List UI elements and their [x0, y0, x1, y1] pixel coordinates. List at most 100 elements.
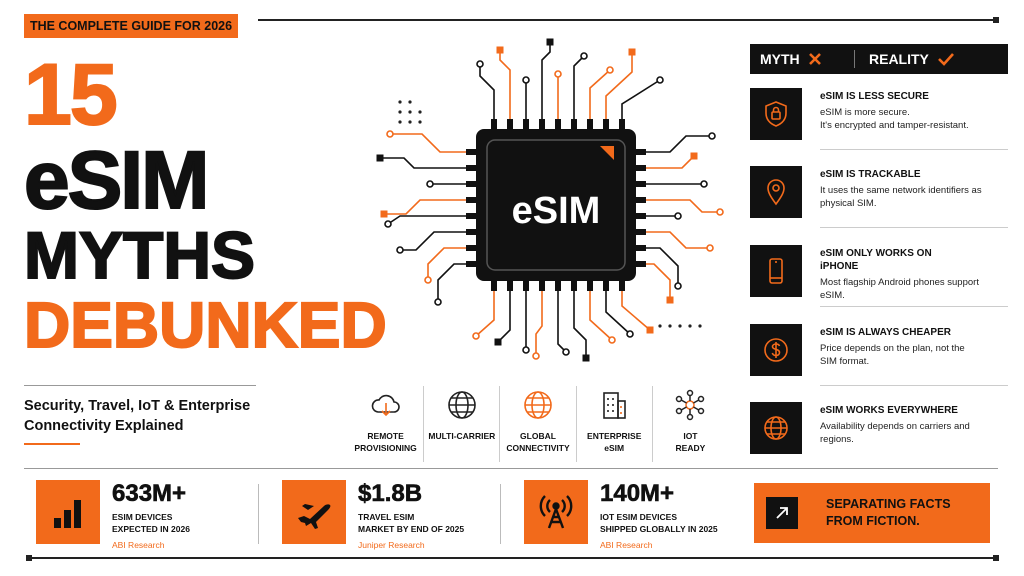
- chip-pin: [539, 281, 545, 291]
- circuit-trace: [400, 231, 466, 251]
- trace-endpoint-square: [582, 354, 590, 362]
- stat-icon-box: [282, 480, 346, 544]
- circuit-trace: [475, 291, 495, 337]
- circuit-trace: [646, 155, 695, 169]
- trace-endpoint-node: [700, 180, 708, 188]
- decor-dot: [678, 324, 682, 328]
- antenna-icon: [539, 495, 573, 529]
- feature-global-connectivity: GLOBAL CONNECTIVITY: [500, 386, 577, 462]
- chip-pin: [636, 229, 646, 235]
- feature-label: GLOBAL CONNECTIVITY: [506, 431, 570, 453]
- chip-pins: [466, 119, 646, 291]
- globe-icon: [764, 416, 788, 440]
- stat-description: ESIM DEVICES EXPECTED IN 2026: [112, 512, 190, 534]
- trace-endpoint-node: [532, 352, 540, 360]
- decor-dot: [698, 324, 702, 328]
- chip-label: eSIM: [512, 190, 601, 232]
- trace-endpoint-square: [380, 210, 388, 218]
- facts-cta-banner[interactable]: SEPARATING FACTS FROM FICTION.: [754, 483, 990, 543]
- subtitle: Security, Travel, IoT & Enterprise Conne…: [24, 398, 251, 434]
- stat-icon-box: [524, 480, 588, 544]
- headline-esim: eSIM: [23, 135, 210, 226]
- chip-body: [476, 129, 636, 281]
- circuit-trace: [646, 263, 671, 300]
- trace-endpoint-node: [386, 130, 394, 138]
- feature-iot-ready: IOT READY: [653, 386, 728, 462]
- decor-dot: [658, 324, 662, 328]
- esim-chip-illustration: eSIM: [376, 38, 724, 362]
- chip-pin: [466, 149, 476, 155]
- stat-description: TRAVEL ESIM MARKET BY END OF 2025: [358, 512, 465, 534]
- trace-endpoint-node: [562, 348, 570, 356]
- myth-icon-box: [750, 402, 802, 454]
- chip-pin: [466, 165, 476, 171]
- trace-endpoint-node: [396, 246, 404, 254]
- trace-endpoint-square: [494, 338, 502, 346]
- chip-pin: [523, 119, 529, 129]
- circuit-trace: [387, 215, 466, 225]
- arrow-up-right-icon: [776, 507, 788, 519]
- trace-endpoint-node: [426, 180, 434, 188]
- myth-title: eSIM IS ALWAYS CHEAPER: [820, 327, 951, 338]
- globe-icon: [447, 391, 476, 419]
- chip-pin: [466, 197, 476, 203]
- reality-heading: REALITY: [869, 51, 955, 67]
- myth-reality-text: It uses the same network identifiers as …: [820, 185, 982, 209]
- chip-pin: [619, 281, 625, 291]
- myth-row-cheaper: eSIM IS ALWAYS CHEAPER Price depends on …: [750, 316, 1008, 386]
- trace-endpoint-node: [606, 66, 614, 74]
- subtitle-accent-bar: [24, 443, 80, 445]
- myth-reality-text: Availability depends on carriers and reg…: [820, 421, 970, 445]
- circuit-trace: [390, 133, 466, 153]
- globe-icon: [524, 391, 552, 419]
- location-pin-icon: [767, 179, 785, 206]
- chip-pin: [491, 281, 497, 291]
- trace-endpoint-square: [690, 152, 698, 160]
- trace-endpoint-node: [626, 330, 634, 338]
- myth-heading: MYTH: [750, 51, 854, 67]
- airplane-icon: [298, 504, 331, 529]
- chip-pin: [466, 245, 476, 251]
- decor-dot: [408, 110, 412, 114]
- trace-endpoint-node: [554, 70, 562, 78]
- trace-endpoint-node: [656, 76, 664, 84]
- trace-endpoint-node: [424, 276, 432, 284]
- stat-value: 633M+: [112, 480, 187, 508]
- circuit-trace: [605, 52, 633, 119]
- trace-endpoint-node: [522, 76, 530, 84]
- myth-icon-box: [750, 166, 802, 218]
- circuit-trace: [621, 291, 651, 331]
- stat-value: 140M+: [600, 480, 675, 508]
- circuit-trace: [380, 157, 466, 169]
- arrow-box: [766, 497, 798, 529]
- subtitle-rule: [24, 385, 256, 386]
- chip-pin: [507, 119, 513, 129]
- myth-row-iphone: eSIM ONLY WORKS ON iPHONE Most flagship …: [750, 237, 1008, 307]
- stat-source: ABI Research: [112, 540, 165, 550]
- trace-endpoint-node: [434, 298, 442, 306]
- myth-icon-box: [750, 324, 802, 376]
- feature-label: MULTI-CARRIER: [428, 431, 496, 441]
- decor-dot: [398, 100, 402, 104]
- headline-number: 15: [23, 47, 119, 143]
- bar-chart-icon: [54, 500, 81, 528]
- feature-label: IOT READY: [675, 431, 706, 453]
- circuit-trace: [605, 291, 631, 335]
- circuit-trace: [499, 50, 511, 119]
- circuit-trace: [437, 263, 466, 302]
- chip-pin: [636, 197, 646, 203]
- myth-title: eSIM IS LESS SECURE: [820, 91, 929, 102]
- stat-description: IOT ESIM DEVICES SHIPPED GLOBALLY IN 202…: [600, 512, 718, 534]
- feature-remote-provisioning: REMOTE PROVISIONING: [348, 386, 425, 462]
- chip-pin: [539, 119, 545, 129]
- circuit-trace: [573, 291, 587, 358]
- circuit-trace: [646, 135, 712, 153]
- chip-pin: [466, 229, 476, 235]
- decor-dot: [408, 120, 412, 124]
- stat-icon-box: [36, 480, 100, 544]
- chip-pin: [491, 119, 497, 129]
- decor-dot: [418, 120, 422, 124]
- chip-pin: [619, 119, 625, 129]
- myth-reality-text: Most flagship Android phones support eSI…: [820, 277, 979, 301]
- circuit-trace: [621, 79, 661, 119]
